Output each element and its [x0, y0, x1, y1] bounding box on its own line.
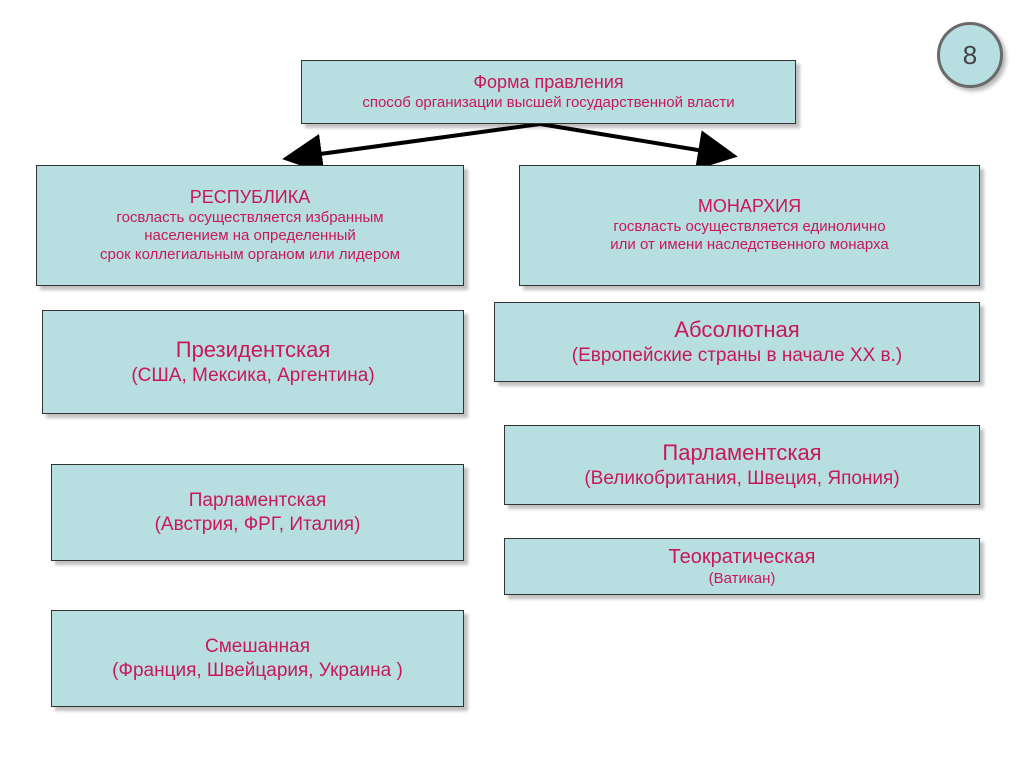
- republic-type-mixed: Смешанная (Франция, Швейцария, Украина ): [51, 610, 464, 707]
- arrow-to-monarchy: [539, 122, 738, 170]
- republic-desc-line: госвласть осуществляется избранным: [116, 209, 384, 227]
- type-name: Абсолютная: [674, 317, 800, 342]
- type-examples: (Европейские страны в начале XX в.): [571, 344, 903, 366]
- type-name: Смешанная: [204, 636, 310, 658]
- type-examples: (США, Мексика, Аргентина): [131, 364, 375, 386]
- monarchy-box: МОНАРХИЯ госвласть осуществляется единол…: [519, 165, 980, 286]
- republic-title: РЕСПУБЛИКА: [189, 187, 311, 208]
- type-name: Парламентская: [188, 490, 327, 512]
- slide-number-badge: 8: [937, 22, 1003, 88]
- republic-type-parliamentary: Парламентская (Австрия, ФРГ, Италия): [51, 464, 464, 561]
- monarchy-type-absolute: Абсолютная (Европейские страны в начале …: [494, 302, 980, 382]
- republic-desc-line: населением на определенный: [144, 227, 356, 245]
- monarchy-desc-line: госвласть осуществляется единолично: [613, 218, 886, 236]
- slide-number: 8: [962, 39, 978, 70]
- arrow-to-republic: [282, 122, 541, 174]
- type-examples: (Великобритания, Швеция, Япония): [584, 467, 900, 489]
- type-name: Парламентская: [662, 440, 822, 465]
- republic-desc-line: срок коллегиальным органом или лидером: [100, 245, 400, 263]
- republic-type-presidential: Президентская (США, Мексика, Аргентина): [42, 310, 464, 414]
- type-examples: (Австрия, ФРГ, Италия): [154, 513, 361, 535]
- republic-box: РЕСПУБЛИКА госвласть осуществляется избр…: [36, 165, 464, 286]
- type-examples: (Франция, Швейцария, Украина ): [112, 659, 403, 681]
- top-subtitle: способ организации высшей государственно…: [362, 93, 735, 111]
- top-box-form-of-government: Форма правления способ организации высше…: [301, 60, 796, 124]
- type-examples: (Ватикан): [708, 569, 776, 587]
- monarchy-type-theocratic: Теократическая (Ватикан): [504, 538, 980, 595]
- monarchy-desc-line: или от имени наследственного монарха: [610, 236, 889, 254]
- type-name: Теократическая: [668, 546, 816, 569]
- monarchy-title: МОНАРХИЯ: [697, 196, 802, 217]
- top-title: Форма правления: [473, 71, 624, 92]
- monarchy-type-parliamentary: Парламентская (Великобритания, Швеция, Я…: [504, 425, 980, 505]
- type-name: Президентская: [175, 337, 331, 362]
